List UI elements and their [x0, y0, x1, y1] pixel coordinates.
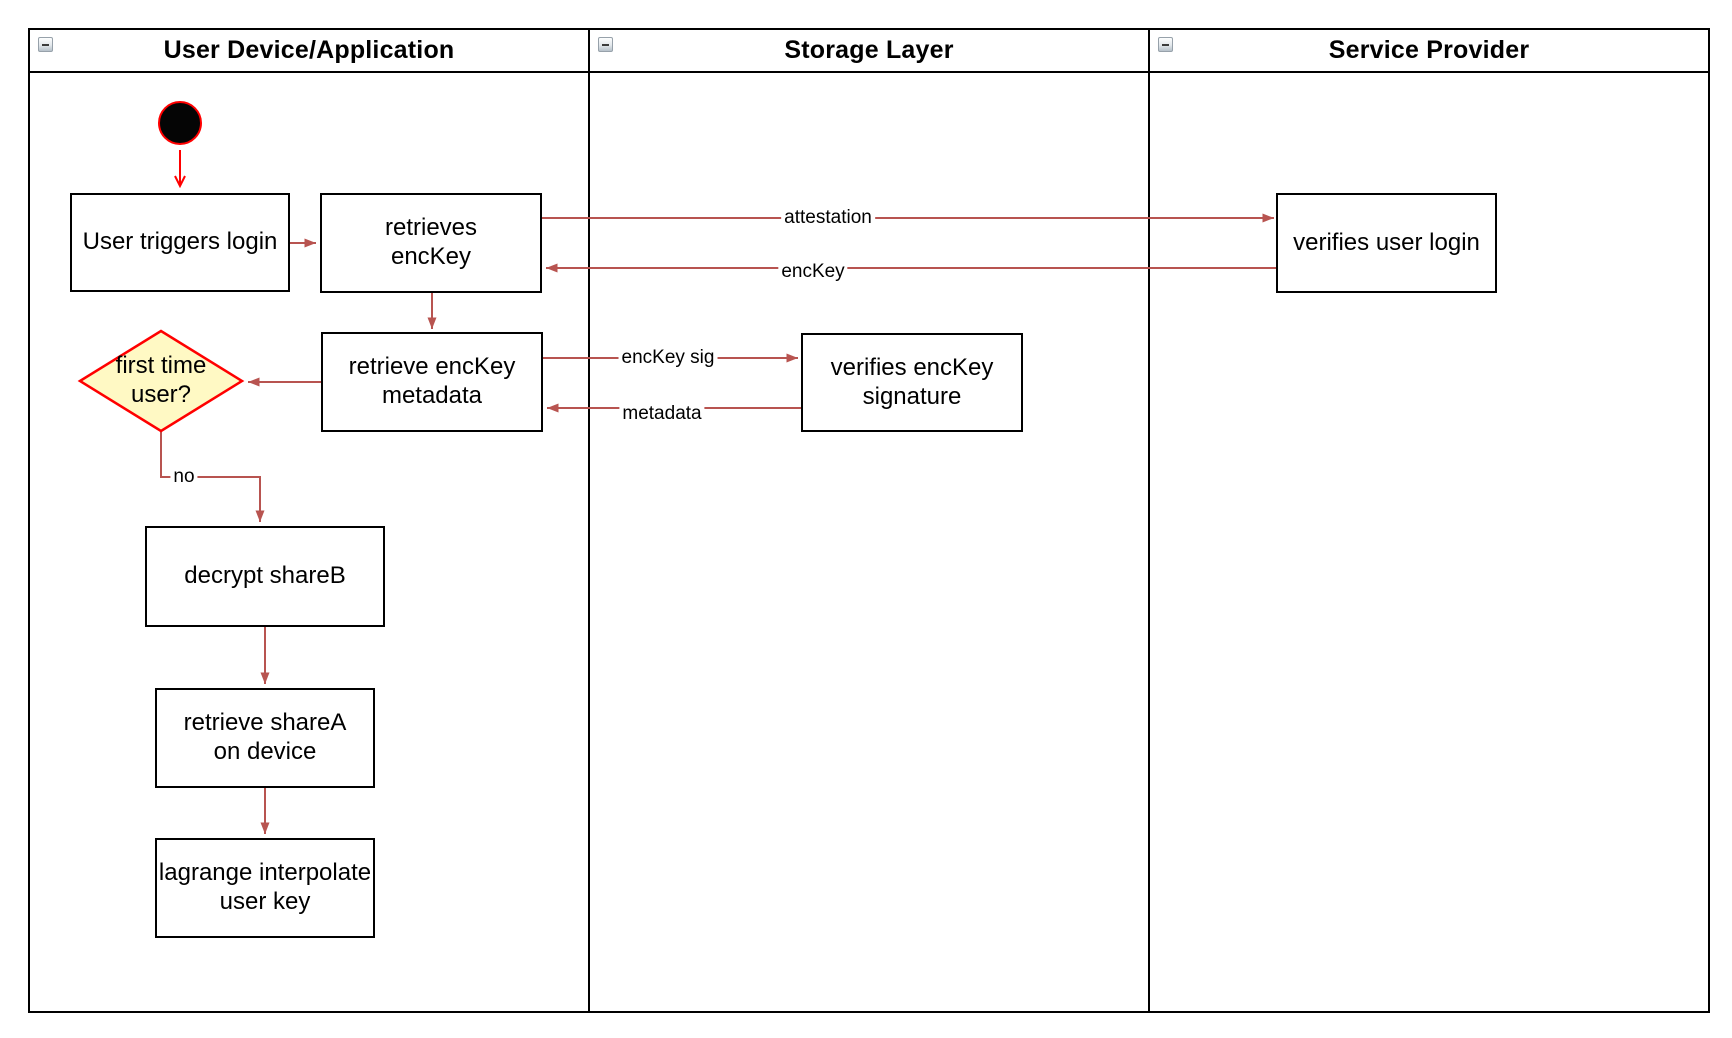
collapse-lane-icon[interactable] — [38, 37, 53, 52]
edge-label-attestation[interactable]: attestation — [781, 207, 875, 229]
node-retrieves-enckey[interactable]: retrieves encKey — [320, 193, 542, 293]
decision-first-time-user[interactable] — [77, 329, 245, 433]
node-verifies-enckey-signature[interactable]: verifies encKey signature — [801, 333, 1023, 432]
lane-title: Service Provider — [1328, 36, 1530, 64]
edge-no-branch[interactable] — [160, 431, 265, 522]
edge-label-enckey-sig[interactable]: encKey sig — [618, 347, 718, 369]
edge-label-metadata[interactable]: metadata — [619, 403, 705, 425]
minus-icon — [1162, 43, 1169, 46]
node-label: retrieve encKey metadata — [348, 353, 516, 409]
lane-title: Storage Layer — [784, 36, 954, 64]
start-node[interactable] — [158, 101, 202, 145]
lane-header-storage-layer[interactable]: Storage Layer — [590, 30, 1148, 73]
edge-label-no[interactable]: no — [170, 466, 198, 488]
node-label: decrypt shareB — [184, 562, 346, 590]
collapse-lane-icon[interactable] — [1158, 37, 1173, 52]
lane-service-provider: Service Provider — [1150, 30, 1708, 1011]
lane-storage-layer: Storage Layer — [590, 30, 1150, 1011]
node-label: retrieves encKey — [384, 214, 478, 270]
node-lagrange-interpolate[interactable]: lagrange interpolate user key — [155, 838, 375, 938]
decision-label: first time user? — [115, 352, 207, 408]
node-label: verifies encKey signature — [830, 353, 994, 410]
node-user-triggers-login[interactable]: User triggers login — [70, 193, 290, 292]
lane-user-device-application: User Device/Application — [30, 30, 590, 1011]
collapse-lane-icon[interactable] — [598, 37, 613, 52]
node-retrieve-enckey-metadata[interactable]: retrieve encKey metadata — [321, 332, 543, 432]
edge-label-enckey[interactable]: encKey — [778, 261, 848, 283]
node-retrieve-sharea[interactable]: retrieve shareA on device — [155, 688, 375, 788]
minus-icon — [42, 43, 49, 46]
node-label: lagrange interpolate user key — [158, 859, 372, 915]
lane-header-user-device-application[interactable]: User Device/Application — [30, 30, 588, 73]
node-label: verifies user login — [1293, 228, 1480, 256]
node-decrypt-shareb[interactable]: decrypt shareB — [145, 526, 385, 627]
minus-icon — [602, 43, 609, 46]
node-verifies-user-login[interactable]: verifies user login — [1276, 193, 1497, 293]
node-label: retrieve shareA on device — [183, 709, 347, 765]
lane-title: User Device/Application — [163, 36, 455, 64]
lane-header-service-provider[interactable]: Service Provider — [1150, 30, 1708, 73]
node-label: User triggers login — [82, 228, 278, 256]
